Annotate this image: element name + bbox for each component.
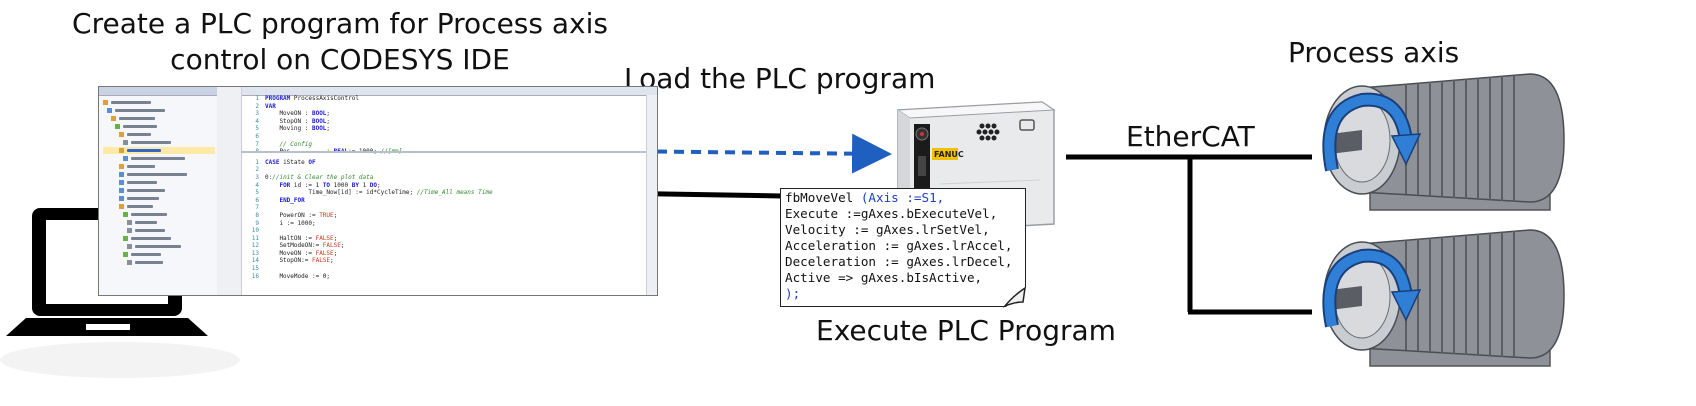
ide-tab-bar [217, 87, 657, 96]
ide-code-line [265, 265, 645, 273]
ide-line-number: 10 [251, 227, 259, 235]
ide-line-number: 6 [255, 132, 259, 140]
ide-line-number: 3 [255, 173, 259, 181]
ide-code-line: StopON : BOOL; [265, 117, 331, 125]
ide-code-line: 0://init & Clear the plot data [265, 173, 374, 181]
ide-line-number: 2 [255, 102, 259, 110]
load-dashed-arrow [605, 133, 892, 174]
rotation-arrow-icon [1322, 92, 1422, 172]
code-line-4: Acceleration := gAxes.lrAccel, [785, 238, 1013, 253]
ide-line-number: 16 [251, 272, 259, 280]
ide-line-numbers: 1234567812345678910111213141516 [241, 95, 259, 295]
ide-code-line: MoveON := FALSE; [265, 249, 338, 257]
ide-code-line: FOR id := 1 TO 1000 BY 1 DO; [279, 181, 381, 189]
ide-code-line: MoveMode := 0; [265, 272, 331, 280]
ide-code-line [265, 166, 645, 174]
ide-scrollbar [646, 95, 657, 295]
ide-code-line: END_FOR [279, 196, 305, 204]
ide-code-line: CASE iState OF [265, 158, 316, 166]
ide-code-line: VAR [265, 102, 276, 110]
ide-code-line: PowerON := TRUE; [265, 211, 338, 219]
rotation-arrow-icon [1322, 248, 1422, 328]
controller-brand: FANUC [934, 150, 964, 159]
ide-line-number: 6 [255, 196, 259, 204]
code-line-1: fbMoveVel (Axis :=S1, [785, 190, 945, 205]
ide-line-number: 13 [251, 249, 259, 257]
ide-code-line [265, 227, 645, 235]
ide-line-number: 1 [255, 95, 259, 102]
ide-line-number: 7 [255, 204, 259, 212]
ide-line-number: 8 [255, 211, 259, 219]
ide-line-number: 11 [251, 234, 259, 242]
ide-code-line: StopON:= FALSE; [265, 257, 334, 265]
create-program-title: Create a PLC program for Process axis co… [60, 6, 620, 78]
create-title-line2: control on CODESYS IDE [170, 43, 510, 76]
ide-code-line: PROGRAM ProcessAxisControl [265, 95, 359, 102]
ide-code-line: SetModeON:= FALSE; [265, 242, 345, 250]
ide-code-line [265, 133, 645, 141]
code-line-5: Deceleration := gAxes.lrDecel, [785, 254, 1013, 269]
ide-code-line: Moving : BOOL; [265, 125, 331, 133]
ide-line-number: 4 [255, 117, 259, 125]
function-block-code: fbMoveVel (Axis :=S1, Execute :=gAxes.bE… [780, 188, 1027, 308]
motor-icon [1310, 226, 1570, 376]
code-line-3: Velocity := gAxes.lrSetVel, [785, 222, 990, 237]
execute-program-label: Execute PLC Program [816, 314, 1116, 347]
ide-line-number: 15 [251, 265, 259, 273]
ide-line-number: 14 [251, 257, 259, 265]
ide-line-number: 7 [255, 140, 259, 148]
ide-line-number: 12 [251, 242, 259, 250]
ethercat-label: EtherCAT [1126, 120, 1255, 153]
code-line-6: Active => gAxes.bIsActive, [785, 270, 983, 285]
ide-project-tree [99, 87, 218, 295]
ide-line-number: 5 [255, 189, 259, 197]
codesys-ide-screenshot: 1234567812345678910111213141516 PROGRAM … [98, 86, 658, 296]
motor-icon [1310, 70, 1570, 220]
code-line-2: Execute :=gAxes.bExecuteVel, [785, 206, 998, 221]
ide-gutter [217, 87, 242, 295]
code-line-7: ); [785, 286, 801, 301]
ide-code-line: Time_Now[id] := id*CycleTime; //Time_All… [265, 189, 493, 197]
ide-line-number: 4 [255, 181, 259, 189]
ide-code-line: MoveON : BOOL; [265, 110, 331, 118]
create-title-line1: Create a PLC program for Process axis [72, 7, 608, 40]
page-fold-icon [1003, 286, 1027, 308]
ide-code-line [265, 204, 645, 212]
ide-line-number: 5 [255, 125, 259, 133]
ide-code-line: i := 1000; [265, 219, 316, 227]
load-program-label: Load the PLC program [624, 62, 936, 95]
ide-code-line: // Config [265, 140, 312, 148]
ide-line-number: 9 [255, 219, 259, 227]
ide-line-number: 1 [255, 158, 259, 166]
ide-editor-split [241, 151, 657, 153]
process-axis-label: Process axis [1288, 36, 1460, 69]
ide-code-line: HaltON := FALSE; [265, 234, 338, 242]
ide-line-number: 2 [255, 166, 259, 174]
ide-line-number: 3 [255, 110, 259, 118]
